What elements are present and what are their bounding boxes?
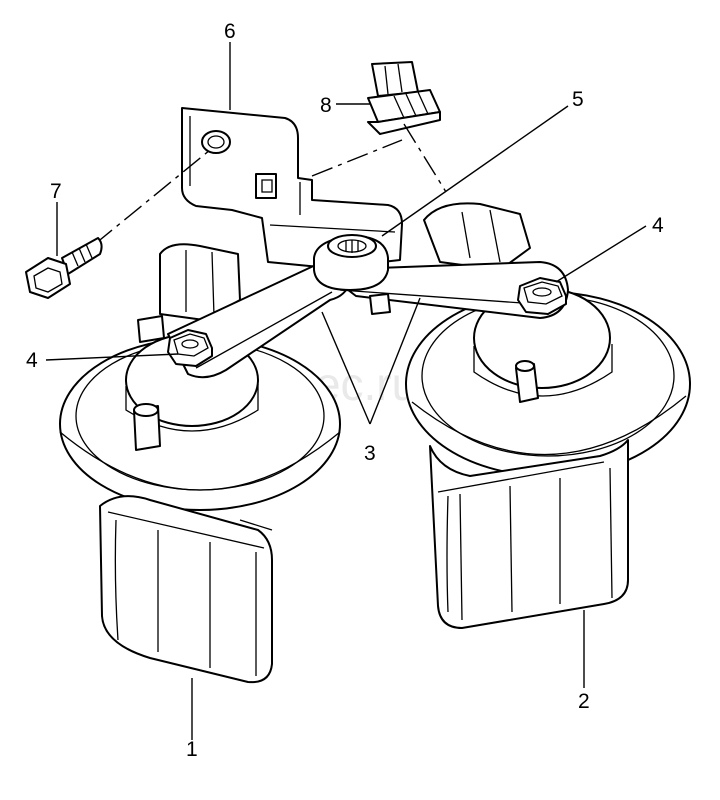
part-4-nut-right xyxy=(517,277,567,315)
leader-lines xyxy=(45,42,647,740)
assembly-line-bolt xyxy=(94,149,211,245)
callout-5: 5 xyxy=(572,88,584,111)
part-7-bolt xyxy=(25,237,103,299)
part-4-nut-left xyxy=(167,329,213,367)
callout-1: 1 xyxy=(186,738,198,761)
callout-4-right: 4 xyxy=(652,214,664,237)
callout-7: 7 xyxy=(50,180,62,203)
assembly-line-connector-right xyxy=(403,123,447,193)
callout-4-left: 4 xyxy=(26,349,38,372)
callout-3: 3 xyxy=(364,442,376,465)
part-6-bracket xyxy=(181,107,403,269)
part-5-spacer xyxy=(313,234,391,315)
callout-8: 8 xyxy=(320,94,332,117)
part-2-horn-right xyxy=(405,202,691,629)
callout-2: 2 xyxy=(578,690,590,713)
assembly-line-connector-left xyxy=(311,139,403,177)
callout-6: 6 xyxy=(224,20,236,43)
part-8-connector xyxy=(367,61,441,135)
